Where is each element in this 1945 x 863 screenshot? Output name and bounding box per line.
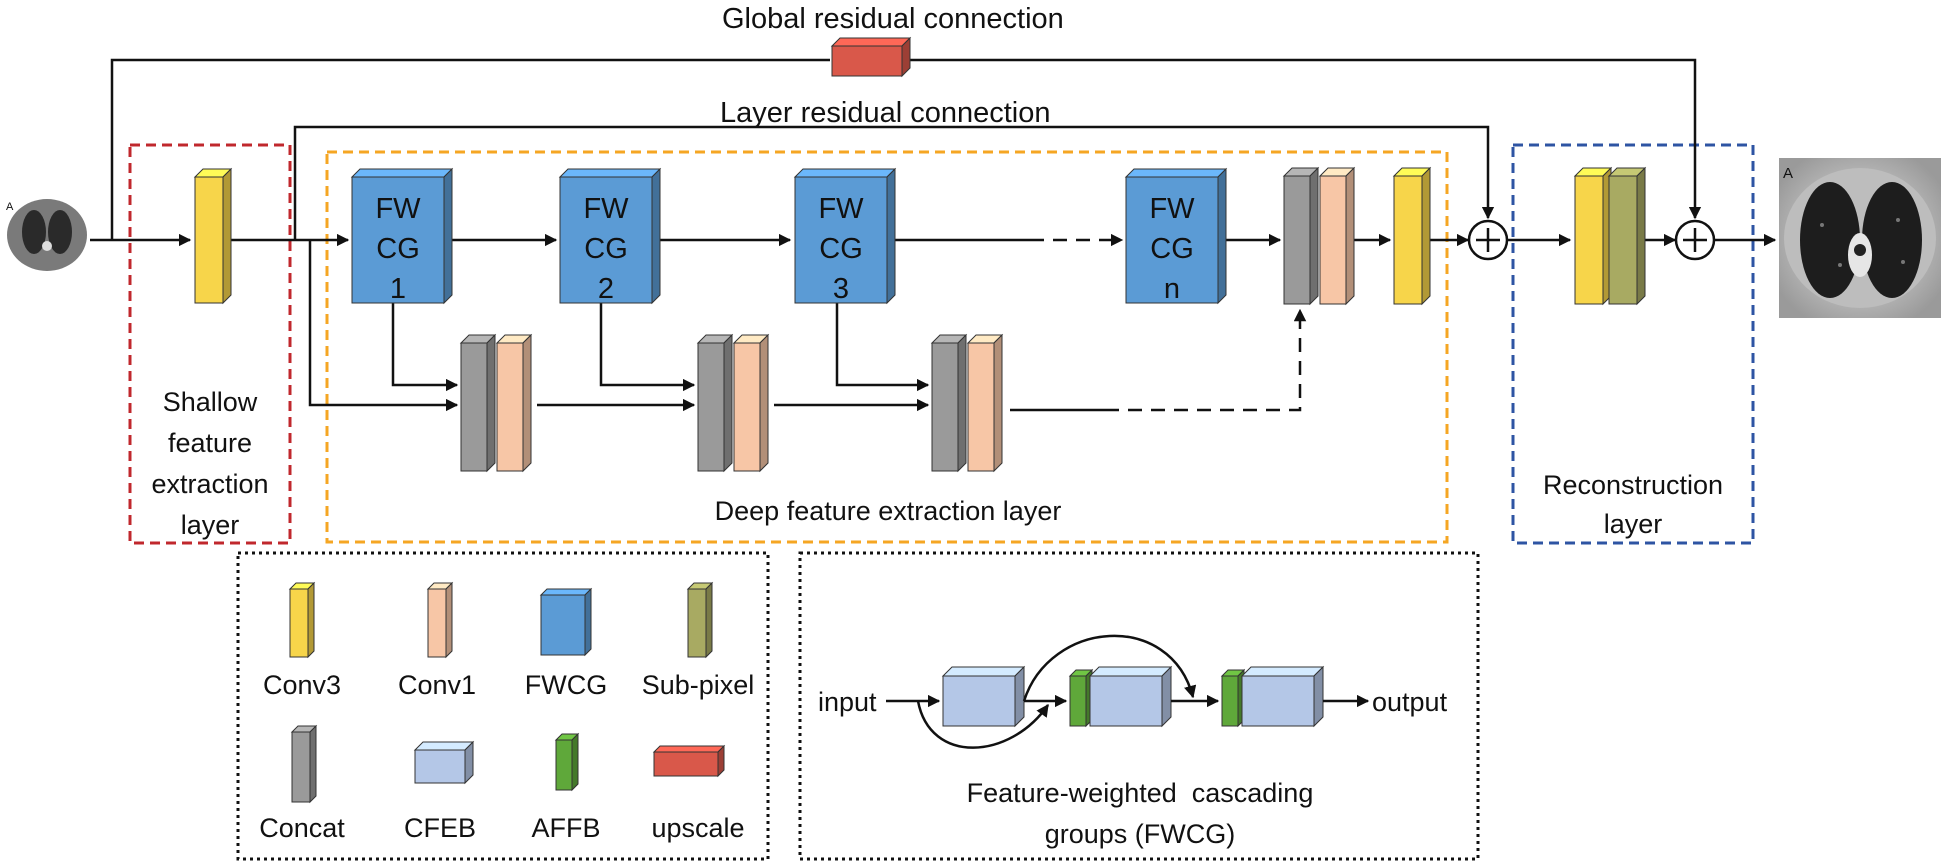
- concat-layer: [696, 333, 734, 473]
- affb-legend-icon: [554, 732, 580, 792]
- recon-label-2: layer: [1604, 509, 1663, 539]
- conv3-block-deep: [1392, 166, 1432, 306]
- plus-circle-icon: [1467, 219, 1509, 261]
- concat-conv1-pair-1: [459, 333, 533, 473]
- layer-residual-line: [293, 125, 1495, 240]
- fwcg-block-text: CG: [819, 233, 863, 265]
- concat-conv1-pair-final: [1282, 166, 1356, 306]
- shallow-label-4: layer: [181, 510, 240, 540]
- cfeb-block: [941, 665, 1026, 728]
- concat-legend-icon: [290, 724, 318, 804]
- skip-line-fwcg2-concat2: [599, 290, 696, 392]
- upscale-block: [830, 36, 912, 78]
- conv1-layer: [732, 333, 770, 473]
- conv1-layer: [1318, 166, 1356, 306]
- global-residual-line-b: [908, 58, 1702, 220]
- fwcg-detail-caption-1: Feature-weighted cascading: [967, 778, 1314, 808]
- fwcg-block-text: CG: [376, 233, 420, 265]
- subpixel-legend-icon: [686, 581, 714, 659]
- legend-label-conv1: Conv1: [398, 670, 476, 700]
- lung-ct-large-icon: A: [1779, 158, 1941, 318]
- fwcg-block-text: 1: [390, 273, 406, 305]
- flow-line-concat3-final-dashed: [1105, 308, 1307, 412]
- shallow-label-1: Shallow: [163, 387, 258, 417]
- fwcg-detail-input: input: [818, 687, 877, 717]
- shallow-layer-box: [128, 143, 292, 545]
- conv3-layer: [1573, 166, 1613, 306]
- reconstruction-blocks: [1573, 166, 1647, 306]
- fwcg-block-text: n: [1164, 273, 1180, 305]
- affb-block: [1220, 668, 1246, 728]
- conv1-layer: [495, 333, 533, 473]
- legend-icons: [288, 581, 726, 804]
- reconstruction-layer-box: [1511, 143, 1755, 545]
- legend-label-conv3: Conv3: [263, 670, 341, 700]
- cfeb-block: [1240, 665, 1325, 728]
- fwcg-detail-box: [798, 551, 1480, 861]
- recon-label-1: Reconstruction: [1543, 470, 1723, 500]
- fwcg-block-3: FW CG 3: [793, 167, 897, 305]
- legend-label-fwcg: FWCG: [525, 670, 607, 700]
- legend-label-concat: Concat: [259, 813, 345, 843]
- conv3-legend-icon: [288, 581, 316, 659]
- shallow-label-3: extraction: [151, 469, 268, 499]
- skip-line-shallow-concat1: [308, 240, 459, 412]
- fwcg-block-text: 2: [598, 273, 614, 305]
- plus-circle-icon: [1674, 219, 1716, 261]
- deep-layer-box: [325, 150, 1449, 544]
- conv1-legend-icon: [426, 581, 454, 659]
- fwcg-block-shape: [1124, 167, 1228, 305]
- legend-label-cfeb: CFEB: [404, 813, 476, 843]
- cfeb-legend-icon: [413, 740, 475, 785]
- svg-text:A: A: [6, 201, 14, 213]
- fwcg-block-text: FW: [375, 193, 421, 225]
- fwcg-block-text: CG: [1150, 233, 1194, 265]
- fwcg-block-text: FW: [818, 193, 864, 225]
- fwcg-block-n: FW CG n: [1124, 167, 1228, 305]
- fwcg-legend-icon: [539, 587, 593, 657]
- fwcg-block-shape: [350, 167, 454, 305]
- subpixel-layer: [1607, 166, 1647, 306]
- global-residual-label: Global residual connection: [722, 3, 1064, 35]
- fwcg-detail-caption-2: groups (FWCG): [1045, 819, 1236, 849]
- layer-residual-label: Layer residual connection: [720, 97, 1050, 129]
- shallow-label-2: feature: [168, 428, 252, 458]
- fwcg-block-text: CG: [584, 233, 628, 265]
- legend-label-subpixel: Sub-pixel: [642, 670, 755, 700]
- affb-block: [1068, 668, 1094, 728]
- concat-conv1-pair-2: [696, 333, 770, 473]
- fwcg-detail-output: output: [1372, 687, 1448, 717]
- skip-line-fwcg1-concat1: [391, 290, 459, 392]
- fwcg-block-2: FW CG 2: [558, 167, 662, 305]
- fwcg-block-1: FW CG 1: [350, 167, 454, 305]
- fwcg-block-text: FW: [1149, 193, 1195, 225]
- global-residual-line-a: [110, 58, 830, 240]
- conv3-layer: [1392, 166, 1432, 306]
- lung-ct-small-icon: A: [4, 195, 90, 275]
- upscale-shape: [830, 36, 912, 78]
- fwcg-block-shape: [558, 167, 662, 305]
- conv3-layer: [193, 167, 233, 305]
- concat-layer: [930, 333, 968, 473]
- cfeb-block: [1088, 665, 1173, 728]
- concat-layer: [1282, 166, 1320, 306]
- upscale-legend-icon: [652, 744, 726, 778]
- conv1-layer: [966, 333, 1004, 473]
- concat-layer: [459, 333, 497, 473]
- legend-label-affb: AFFB: [531, 813, 600, 843]
- fwcg-block-text: FW: [583, 193, 629, 225]
- conv3-block-shallow: [193, 167, 233, 305]
- legend-label-upscale: upscale: [651, 813, 744, 843]
- deep-label: Deep feature extraction layer: [715, 496, 1062, 526]
- skip-line-fwcg3-concat3: [835, 290, 930, 392]
- fwcg-detail-diagram: [886, 634, 1370, 749]
- concat-conv1-pair-3: [930, 333, 1004, 473]
- fwcg-block-shape: [793, 167, 897, 305]
- legend-box: [236, 551, 770, 861]
- svg-text:A: A: [1783, 165, 1793, 182]
- fwcg-block-text: 3: [833, 273, 849, 305]
